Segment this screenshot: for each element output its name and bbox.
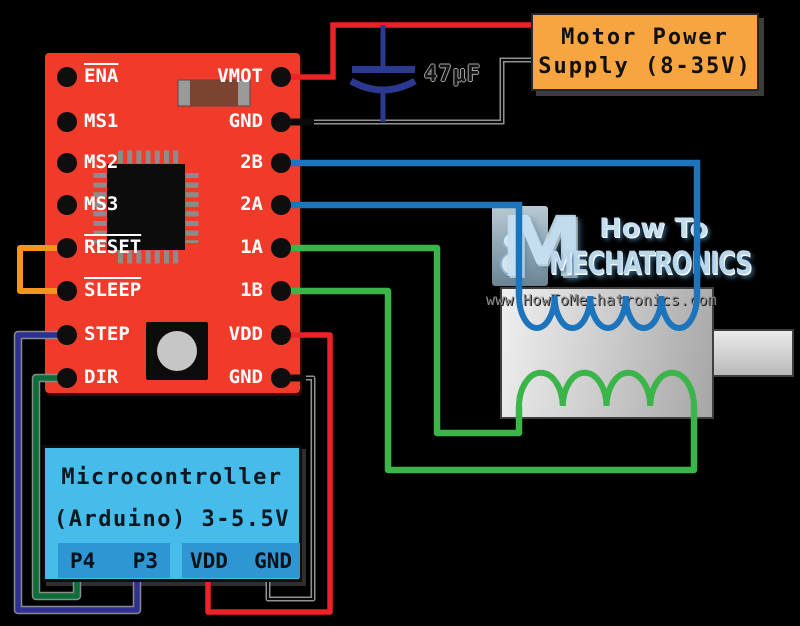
pin-label-gnd-power: GND bbox=[228, 110, 263, 132]
pin-label-dir: DIR bbox=[84, 366, 119, 388]
pin-label-ms1: MS1 bbox=[84, 110, 119, 132]
pin-label-gnd-logic: GND bbox=[228, 366, 263, 388]
microcontroller-line2: (Arduino) 3-5.5V bbox=[54, 507, 290, 532]
motor-shaft bbox=[712, 329, 794, 377]
pin-label-2b: 2B bbox=[240, 151, 263, 173]
wire-1a-motor bbox=[281, 244, 523, 437]
mcu-pin-gnd: GND bbox=[254, 548, 292, 573]
mcu-signal-pin-strip: P4 P3 bbox=[58, 543, 170, 578]
microcontroller-line1: Microcontroller bbox=[61, 465, 283, 490]
mcu-pin-p3: P3 bbox=[132, 548, 158, 573]
power-supply-line1: Motor Power bbox=[561, 25, 729, 50]
power-supply-line2: Supply (8-35V) bbox=[538, 54, 752, 79]
pin-label-2a: 2A bbox=[240, 193, 263, 215]
pin-label-1b: 1B bbox=[240, 279, 263, 301]
pin-label-vdd: VDD bbox=[228, 323, 263, 345]
wire-gnd-supply-halo bbox=[281, 57, 531, 125]
wire-2a-motor bbox=[281, 201, 523, 297]
capacitor-plate-flat bbox=[352, 66, 415, 73]
pin-label-reset: RESET bbox=[84, 236, 142, 258]
mcu-power-pin-strip: VDD GND bbox=[182, 543, 300, 578]
logo-brand: MECHATRONICS bbox=[549, 245, 752, 282]
microcontroller-box: Microcontroller (Arduino) 3-5.5V P4 P3 V… bbox=[42, 445, 302, 582]
capacitor-symbol bbox=[349, 25, 417, 122]
capacitor-value-label: 47μF bbox=[424, 62, 481, 87]
pin-label-ms3: MS3 bbox=[84, 193, 119, 215]
pin-label-ms2: MS2 bbox=[84, 151, 119, 173]
wire-gnd-supply bbox=[281, 59, 531, 123]
pin-label-vmot: VMOT bbox=[217, 65, 263, 87]
pin-label-ena: ENA bbox=[84, 65, 119, 87]
capacitor-plate-curved bbox=[349, 77, 417, 94]
power-supply-box: Motor Power Supply (8-35V) bbox=[531, 13, 759, 91]
wire-vmot-supply bbox=[281, 22, 531, 80]
pin-label-1a: 1A bbox=[240, 236, 263, 258]
logo-how-to: How To bbox=[599, 213, 708, 244]
pin-label-step: STEP bbox=[84, 323, 130, 345]
watermark-url: www.HowToMechatronics.com bbox=[486, 291, 717, 309]
mcu-pin-p4: P4 bbox=[70, 548, 96, 573]
mcu-pin-vdd: VDD bbox=[190, 548, 228, 573]
pin-label-sleep: SLEEP bbox=[84, 279, 142, 301]
